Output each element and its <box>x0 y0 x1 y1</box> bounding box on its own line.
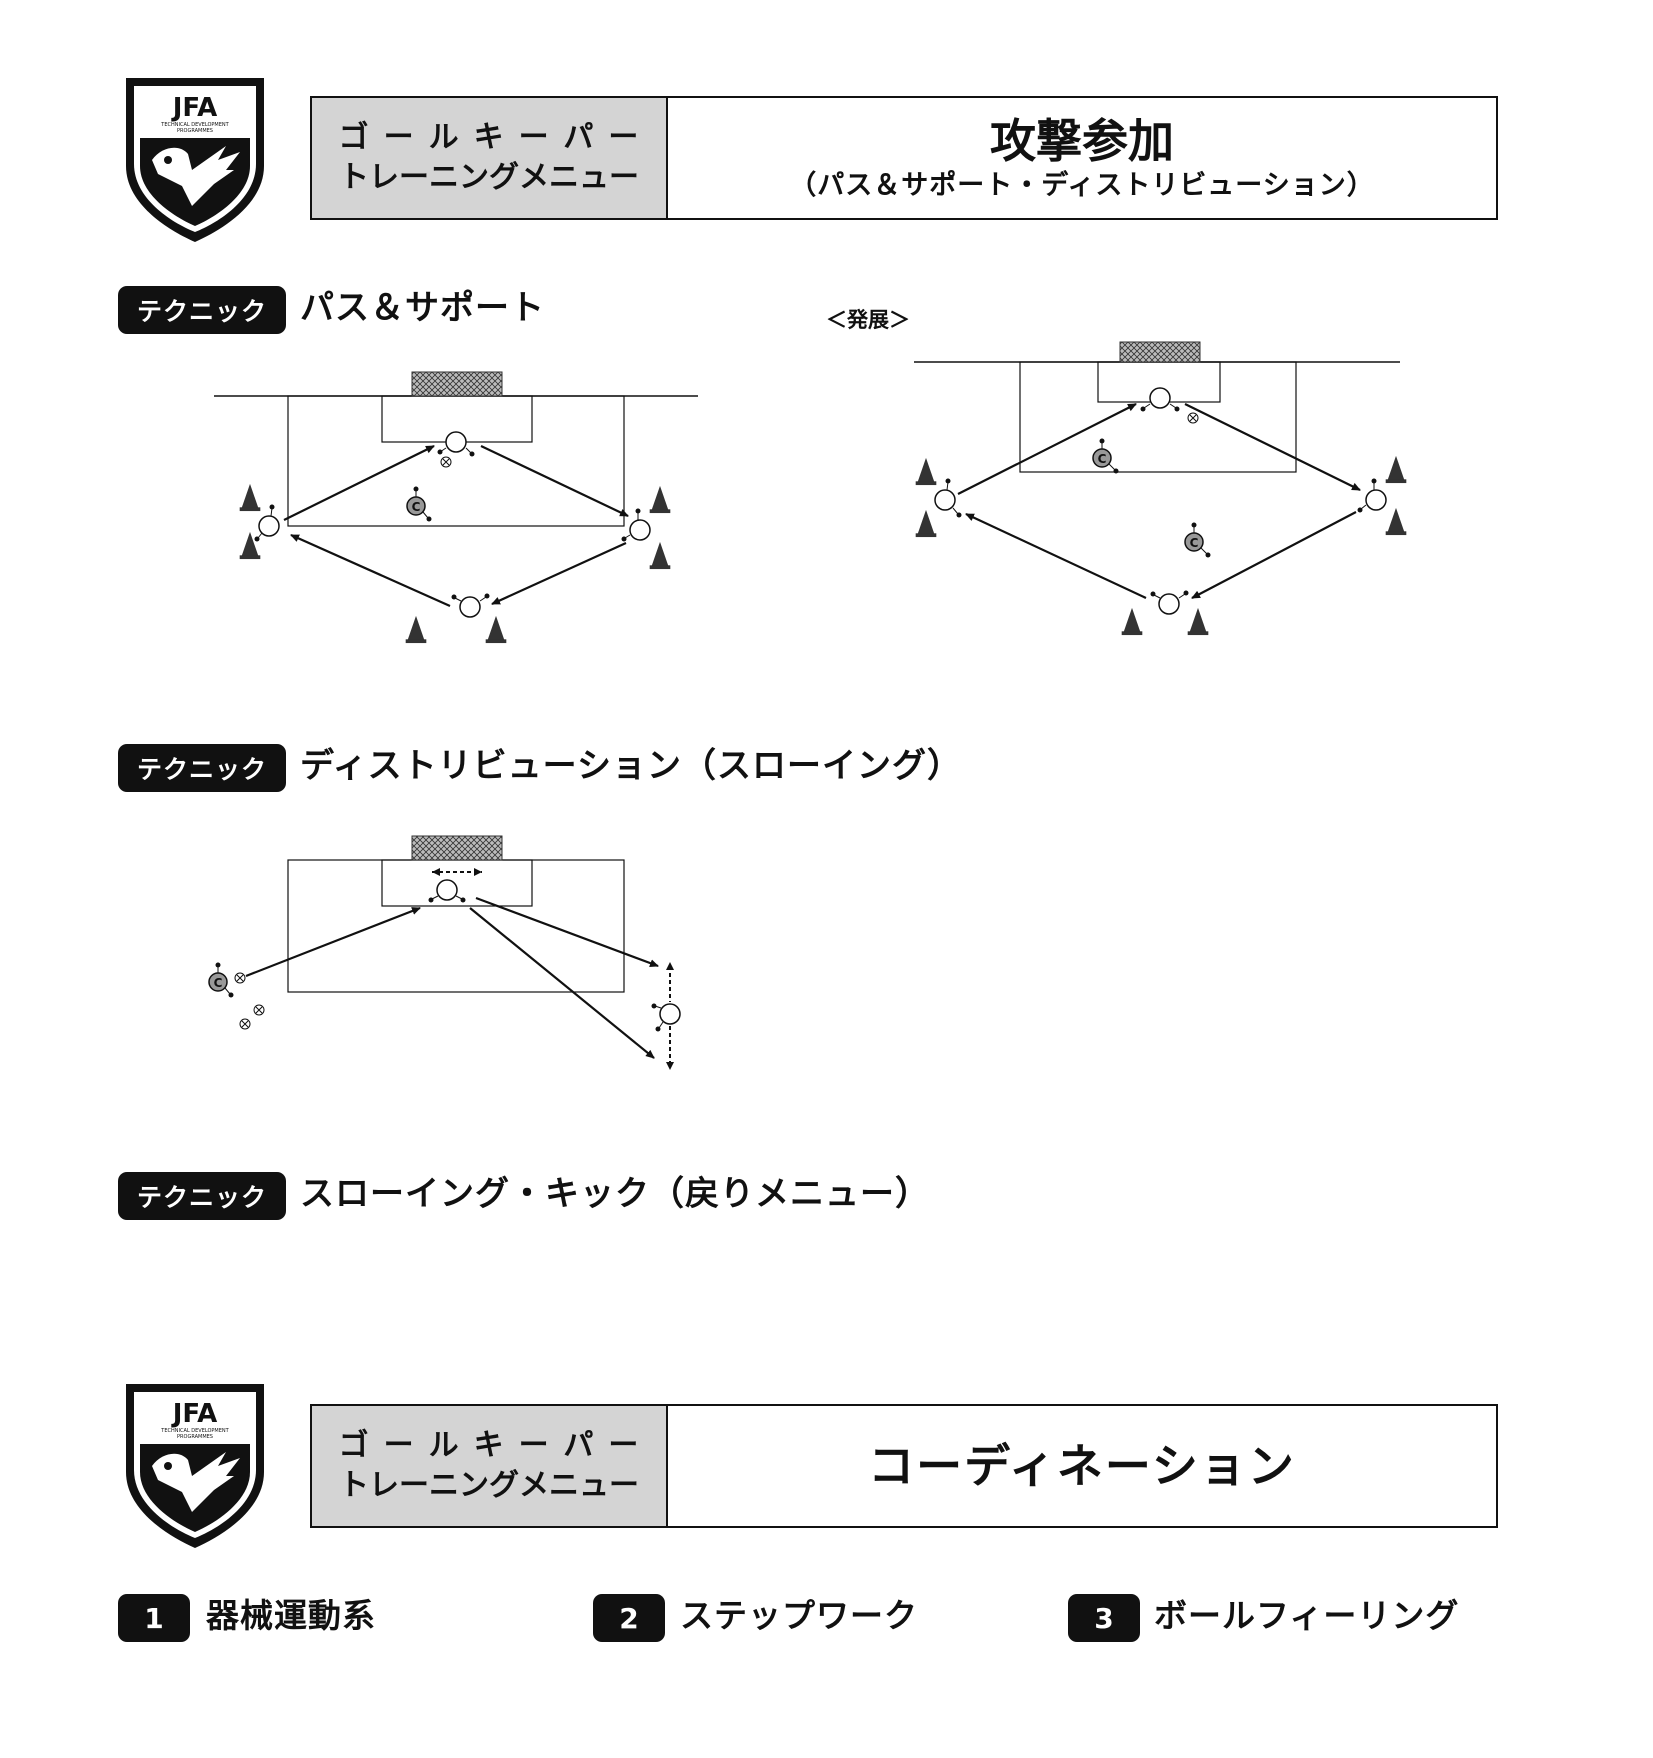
jfa-logo: JFA TECHNICAL DEVELOPMENT PROGRAMMES <box>126 1384 264 1548</box>
header-title-area: 攻撃参加 （パス＆サポート・ディストリビューション） <box>668 98 1496 218</box>
svg-text:PROGRAMMES: PROGRAMMES <box>177 1434 213 1440</box>
coach-marker: C <box>208 962 234 998</box>
goalkeeper-marker <box>437 431 475 457</box>
header-category-line2: トレーニングメニュー <box>339 160 639 195</box>
development-note: ＜発展＞ <box>826 308 910 332</box>
item-number: 2 <box>593 1594 665 1642</box>
svg-text:TECHNICAL DEVELOPMENT: TECHNICAL DEVELOPMENT <box>160 1428 229 1434</box>
goalkeeper-marker <box>1140 387 1180 412</box>
item-number: 1 <box>118 1594 190 1642</box>
page-header: ゴールキーパー トレーニングメニュー コーディネーション <box>310 1404 1498 1528</box>
header-category: ゴールキーパー トレーニングメニュー <box>312 1406 668 1526</box>
logo-text: JFA <box>171 93 218 123</box>
svg-text:TECHNICAL DEVELOPMENT: TECHNICAL DEVELOPMENT <box>160 122 229 128</box>
header-title: コーディネーション <box>868 1439 1296 1493</box>
technique-tag: テクニック <box>118 286 286 334</box>
diagram-distribution: C <box>208 835 681 1070</box>
header-category: ゴールキーパー トレーニングメニュー <box>312 98 668 218</box>
svg-text:C: C <box>1098 452 1107 466</box>
header-title: 攻撃参加 <box>990 114 1174 168</box>
header-title-area: コーディネーション <box>668 1406 1496 1526</box>
svg-text:C: C <box>1190 536 1199 550</box>
svg-text:C: C <box>412 500 421 514</box>
page-header: ゴールキーパー トレーニングメニュー 攻撃参加 （パス＆サポート・ディストリビュ… <box>310 96 1498 220</box>
technique-tag: テクニック <box>118 1172 286 1220</box>
diagram-pass-support: C <box>214 371 698 644</box>
coach-marker: C <box>1092 438 1119 474</box>
svg-text:PROGRAMMES: PROGRAMMES <box>177 128 213 134</box>
section-title-throwing-kick: スローイング・キック（戻りメニュー） <box>300 1174 930 1214</box>
header-category-line2: トレーニングメニュー <box>339 1468 639 1503</box>
item-number: 3 <box>1068 1594 1140 1642</box>
item-label: ボールフィーリング <box>1154 1596 1460 1635</box>
item-label: ステップワーク <box>680 1596 918 1635</box>
svg-text:C: C <box>214 976 223 990</box>
jfa-logo: JFA TECHNICAL DEVELOPMENT PROGRAMMES <box>126 78 264 242</box>
coach-marker: C <box>406 486 432 522</box>
header-category-line1: ゴールキーパー <box>338 120 654 155</box>
coach-marker: C <box>1184 522 1211 558</box>
goalkeeper-marker <box>428 879 466 903</box>
section-title-pass-support: パス＆サポート <box>300 288 545 328</box>
logo-text: JFA <box>171 1399 218 1429</box>
item-label: 器械運動系 <box>206 1596 376 1635</box>
diagram-pass-support-development: C C <box>914 341 1407 636</box>
section-title-distribution: ディストリビューション（スローイング） <box>300 746 962 786</box>
header-subtitle: （パス＆サポート・ディストリビューション） <box>789 170 1375 201</box>
header-category-line1: ゴールキーパー <box>338 1428 654 1463</box>
technique-tag: テクニック <box>118 744 286 792</box>
